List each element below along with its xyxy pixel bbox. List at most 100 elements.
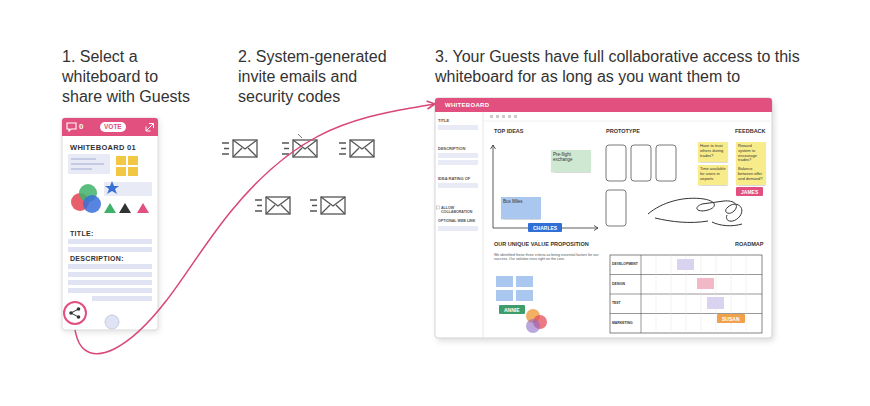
roadmap-table-part bbox=[677, 259, 694, 270]
top-ideas-chart-part bbox=[493, 226, 598, 231]
name-tag: SUSAN bbox=[717, 314, 745, 323]
invite-emails-part bbox=[321, 197, 345, 214]
step-heading: 3. Your Guests have full collaborative a… bbox=[435, 47, 833, 87]
section-heading: TOP IDEAS bbox=[494, 128, 574, 135]
whiteboard-frame-part bbox=[496, 115, 499, 118]
node-label: VOTE bbox=[104, 123, 122, 131]
card-thumbnail-part bbox=[116, 156, 126, 165]
prototype-sketch-part bbox=[656, 145, 676, 181]
card-thumbnail-part bbox=[116, 167, 126, 176]
share-connector bbox=[75, 104, 435, 354]
name-tag: ANNIE bbox=[499, 305, 525, 314]
node-text: TITLE: bbox=[70, 230, 154, 237]
whiteboard-frame-part bbox=[490, 115, 493, 118]
step-heading: 2. System-generated invite emails and se… bbox=[238, 47, 398, 107]
sticky-note: Pre-flight exchange bbox=[551, 150, 591, 172]
node-text: DESCRIPTION: bbox=[70, 255, 154, 262]
sticky-note: Bus Miles bbox=[501, 197, 541, 219]
card-thumbnail-part bbox=[68, 264, 152, 269]
top-ideas-chart-part bbox=[491, 145, 496, 228]
card-frame-part bbox=[62, 118, 158, 136]
invite-emails-part bbox=[266, 197, 290, 214]
node-label: Bus Miles bbox=[503, 199, 539, 204]
card-thumbnail-part bbox=[128, 167, 138, 176]
whiteboard-frame-part bbox=[508, 115, 511, 118]
whiteboard-card: VOTE 0WHITEBOARD 01 TITLE: DESCRIPTION: bbox=[62, 118, 158, 330]
card-thumbnail-part bbox=[137, 203, 149, 213]
step-heading: 1. Select a whiteboard to share with Gue… bbox=[62, 47, 202, 107]
share-button bbox=[64, 302, 119, 329]
invite-emails-part bbox=[255, 197, 290, 214]
sticky-note: Reward system to encourage trades? bbox=[736, 142, 766, 165]
invite-emails-part bbox=[255, 200, 262, 211]
prototype-sketch-part bbox=[631, 145, 651, 181]
sticky-note: Time available for users in airports bbox=[698, 165, 728, 185]
node-label: JAMES bbox=[741, 189, 758, 195]
invite-emails-part bbox=[282, 143, 289, 154]
card-thumbnail-part bbox=[71, 158, 96, 160]
card-thumbnail bbox=[68, 154, 152, 301]
card-thumbnail-part bbox=[71, 163, 104, 165]
card-thumbnail-part bbox=[104, 203, 116, 213]
section-heading: PROTOTYPE bbox=[606, 128, 686, 135]
panel-label: TITLE bbox=[438, 118, 482, 123]
section-heading: FEEDBACK bbox=[735, 128, 771, 135]
node-label: Pre-flight exchange bbox=[553, 152, 589, 163]
panel-label: ALLOW COLLABORATION bbox=[441, 206, 483, 215]
node-label: ANNIE bbox=[504, 307, 520, 313]
node-text: WHITEBOARD bbox=[445, 102, 565, 108]
panel-label: IDEA RATING OF bbox=[438, 176, 482, 181]
roadmap-table-part bbox=[610, 255, 762, 333]
whiteboard-frame-part bbox=[438, 125, 478, 130]
section-heading: OUR UNIQUE VALUE PROPOSITION bbox=[494, 241, 604, 248]
card-frame bbox=[62, 118, 159, 332]
roadmap-table-part bbox=[641, 255, 642, 333]
prototype-sketch-part bbox=[606, 190, 626, 226]
node-label: Time available for users in airports bbox=[700, 167, 726, 181]
card-thumbnail-part bbox=[105, 181, 119, 194]
vote-button: VOTE bbox=[100, 122, 126, 132]
note-text: We identified these three criteria as be… bbox=[494, 253, 609, 262]
sticky-note: Have to trust others during trades? bbox=[698, 142, 728, 162]
share-button-part bbox=[64, 302, 86, 324]
invite-emails-part bbox=[339, 143, 346, 154]
node-label: CHARLES bbox=[533, 225, 557, 231]
shared-whiteboard: Pre-flight exchangeBus MilesCHARLES Have … bbox=[435, 98, 772, 338]
roadmap-table bbox=[610, 255, 762, 333]
card-thumbnail-part bbox=[83, 195, 101, 213]
node-label: Reward system to encourage trades? bbox=[738, 144, 764, 163]
value-proposition-sketch bbox=[496, 276, 547, 333]
value-proposition-sketch-part bbox=[516, 276, 533, 287]
invite-emails-part bbox=[310, 200, 317, 211]
card-thumbnail-part bbox=[68, 239, 152, 244]
prototype-sketch-part bbox=[648, 198, 742, 226]
whiteboard-frame-part bbox=[438, 226, 478, 231]
top-ideas-chart bbox=[491, 145, 599, 231]
invite-emails-part bbox=[298, 134, 302, 138]
panel-label: DESCRIPTION bbox=[438, 146, 482, 151]
invite-emails-part bbox=[222, 143, 229, 154]
value-proposition-sketch-part bbox=[496, 290, 513, 301]
sticky-note: Balance between offer and demand? bbox=[736, 165, 766, 185]
invite-emails-part bbox=[350, 140, 374, 157]
card-thumbnail-part bbox=[71, 168, 92, 170]
row-label: DEVELOPMENT bbox=[612, 262, 640, 266]
roadmap-table-part bbox=[707, 297, 724, 309]
whiteboard-frame-part bbox=[502, 115, 505, 118]
share-button-part bbox=[71, 309, 79, 317]
invite-emails-part bbox=[310, 197, 345, 214]
invite-emails bbox=[222, 134, 374, 214]
whiteboard-frame-part bbox=[438, 183, 478, 188]
card-frame-part bbox=[67, 123, 76, 131]
prototype-sketch-part bbox=[606, 145, 626, 181]
card-thumbnail-part bbox=[68, 288, 152, 293]
card-thumbnail-part bbox=[92, 296, 152, 301]
invite-emails-part bbox=[233, 140, 257, 157]
node-text: 0 bbox=[79, 123, 99, 131]
row-label: DESIGN bbox=[612, 282, 640, 286]
whiteboard-frame-part bbox=[438, 153, 478, 158]
card-thumbnail-part bbox=[128, 156, 138, 165]
panel-label: OPTIONAL WEB LINK bbox=[438, 219, 482, 223]
node-text: WHITEBOARD 01 bbox=[70, 144, 156, 152]
share-button-part bbox=[105, 315, 119, 329]
